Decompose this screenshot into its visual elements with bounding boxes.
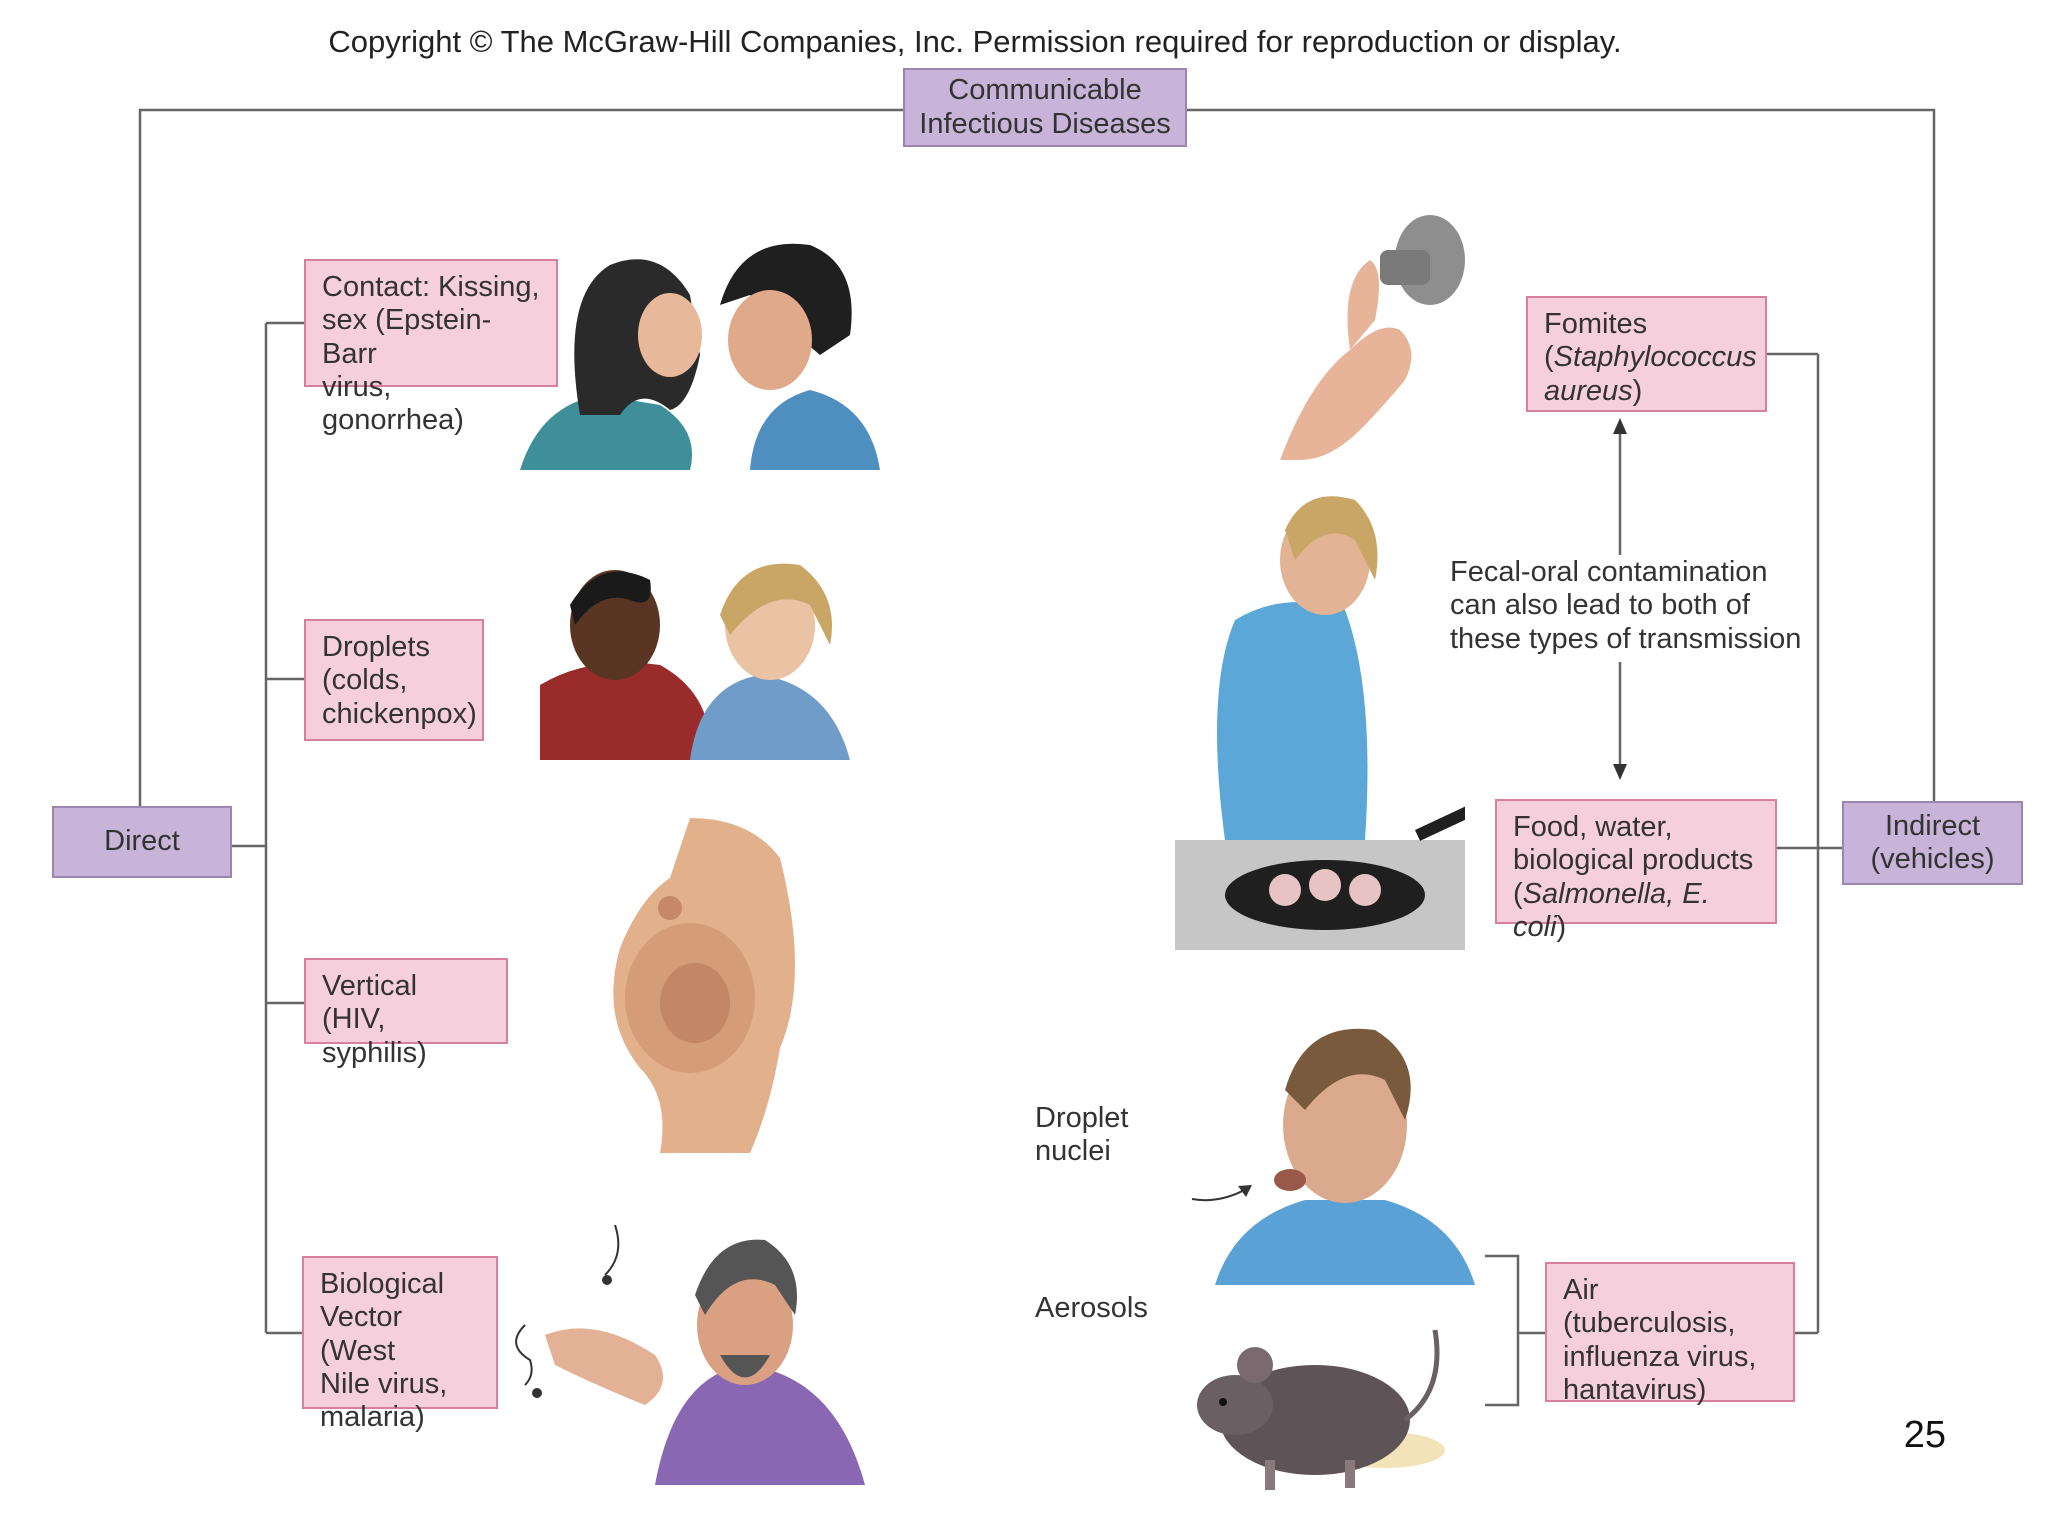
contact-line: Contact: Kissing, [322, 271, 540, 303]
page-number: 25 [1903, 1414, 1946, 1456]
food-line2: biological products [1513, 844, 1754, 877]
droplets-line: Droplets [322, 631, 430, 663]
fomites-line3: aureus) [1544, 375, 1749, 408]
fomites-species: aureus [1544, 374, 1633, 407]
air-line: influenza virus, [1563, 1340, 1757, 1373]
food-box: Food, water, biological products (Salmon… [1495, 799, 1777, 943]
indirect-box: Indirect (vehicles) [1842, 801, 2023, 885]
vertical-line: (HIV, syphilis) [322, 1003, 427, 1069]
air-line: hantavirus) [1563, 1374, 1707, 1407]
copyright-notice: Copyright © The McGraw-Hill Companies, I… [328, 24, 1622, 59]
fomites-line1: Fomites [1544, 308, 1648, 340]
coughing-man-illustration [1215, 1028, 1475, 1285]
fomites-paren-close: ) [1632, 374, 1643, 407]
air-bracket [1485, 1254, 1520, 1407]
root-line1: Communicable [948, 74, 1142, 107]
fomites-line2: (Staphylococcus [1544, 341, 1757, 374]
air-box: Air (tuberculosis, influenza virus, hant… [1545, 1262, 1795, 1406]
pregnant-woman-illustration [613, 818, 795, 1153]
kissing-couple-illustration [520, 243, 880, 470]
droplet-arrowhead [1238, 1185, 1252, 1197]
indirect-line2: (vehicles) [1870, 843, 1995, 875]
root-line2: Infectious Diseases [919, 107, 1171, 140]
fecal-note-line: these types of transmission [1450, 622, 1802, 655]
vector-box: Biological Vector (West Nile virus, mala… [302, 1256, 498, 1433]
droplet-nuclei-line: nuclei [1035, 1135, 1111, 1168]
mouse-illustration [1197, 1329, 1445, 1490]
aerosols-label: Aerosols [1035, 1292, 1148, 1324]
fomites-box: Fomites (Staphylococcus aureus) [1526, 296, 1767, 412]
droplets-line: (colds, [322, 664, 408, 697]
vector-line: Nile virus, [320, 1368, 448, 1401]
food-paren-close: ) [1556, 911, 1567, 944]
vector-line: Vector (West [320, 1301, 403, 1367]
arrowhead-down [1613, 764, 1627, 780]
air-line: Air (tuberculosis, [1563, 1274, 1736, 1340]
droplet-nuclei-label: Droplet nuclei [1035, 1102, 1129, 1169]
root-box: Communicable Infectious Diseases [903, 68, 1187, 147]
food-line3: (Salmonella, E. coli) [1513, 878, 1759, 945]
food-paren-open: ( [1513, 877, 1523, 910]
fecal-note-line: can also lead to both of [1450, 589, 1750, 622]
mosquito-man-illustration [515, 1225, 865, 1485]
cooking-man-illustration [1175, 496, 1465, 950]
arrowhead-up [1613, 418, 1627, 434]
vertical-box: Vertical (HIV, syphilis) [304, 958, 508, 1069]
fecal-oral-note: Fecal-oral contamination can also lead t… [1450, 556, 1801, 656]
root-to-direct-line [138, 108, 903, 806]
contact-box: Contact: Kissing, sex (Epstein-Barr viru… [304, 259, 558, 436]
food-line1: Food, water, [1513, 811, 1673, 843]
doorknob-hand-illustration [1280, 215, 1465, 460]
droplet-nuclei-line: Droplet [1035, 1102, 1129, 1134]
droplets-line: chickenpox) [322, 697, 477, 730]
root-to-indirect-line [1187, 108, 1936, 801]
vertical-line: Vertical [322, 970, 418, 1002]
conversation-illustration [540, 563, 850, 760]
indirect-line1: Indirect [1884, 809, 1981, 842]
fomites-genus: Staphylococcus [1553, 341, 1757, 374]
direct-label: Direct [104, 825, 180, 858]
food-organisms: Salmonella, E. coli [1513, 877, 1710, 944]
droplets-box: Droplets (colds, chickenpox) [304, 619, 484, 741]
fecal-note-line: Fecal-oral contamination [1450, 556, 1768, 588]
vector-line: malaria) [320, 1401, 425, 1434]
vector-line: Biological [320, 1268, 445, 1300]
direct-box: Direct [52, 806, 232, 878]
fomites-paren-open: ( [1544, 341, 1554, 374]
contact-line: virus, gonorrhea) [322, 371, 464, 437]
contact-line: sex (Epstein-Barr [322, 304, 492, 370]
